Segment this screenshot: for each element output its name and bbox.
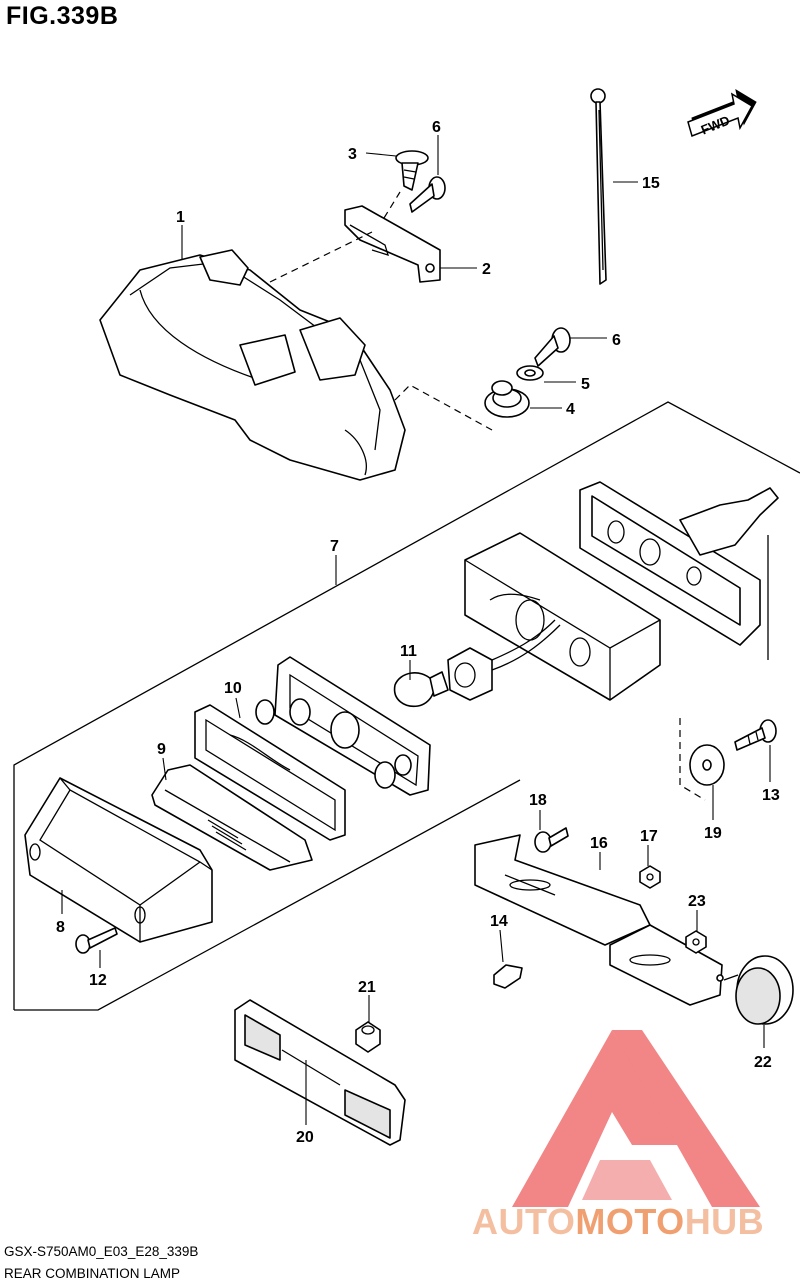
part-11-bulb <box>393 619 561 708</box>
callout-leaders <box>61 135 771 1125</box>
watermark-hub: HUB <box>684 1201 765 1242</box>
part-1-lamp-housing <box>99 249 406 481</box>
part-6-screw-lower <box>534 327 571 367</box>
callout-6-top: 6 <box>432 119 441 136</box>
part-18-screw <box>534 827 569 853</box>
assembly-frame <box>13 401 800 1010</box>
callout-1: 1 <box>176 209 185 226</box>
callout-labels: 1 2 3 4 5 6 6 7 8 9 10 11 12 13 14 15 16… <box>56 119 780 1146</box>
callout-11: 11 <box>400 643 417 660</box>
part-16-bracket <box>474 834 724 1006</box>
watermark-logo <box>512 1030 760 1207</box>
part-15-cable-tie <box>590 88 607 285</box>
part-10-gasket <box>194 704 346 841</box>
part-12-screw <box>75 927 118 954</box>
part-17-nut <box>639 865 661 889</box>
callout-17: 17 <box>640 828 658 845</box>
callout-6-lower: 6 <box>612 332 621 349</box>
callout-2: 2 <box>482 261 491 278</box>
part-23-nut <box>685 930 707 954</box>
part-4-grommet <box>484 380 530 418</box>
routing-line <box>269 231 373 283</box>
callout-18: 18 <box>529 792 547 809</box>
part-19-washer <box>689 744 725 786</box>
part-21-nut <box>355 1021 381 1053</box>
callout-19: 19 <box>704 825 722 842</box>
part-20-reflector <box>234 999 406 1146</box>
watermark-moto: MOTO <box>575 1201 685 1242</box>
part-5-washer <box>516 365 544 381</box>
part-14-clip <box>493 964 523 989</box>
watermark-auto: AUTO <box>472 1201 576 1242</box>
part-9-reflector-plate <box>151 764 313 871</box>
callout-13: 13 <box>762 787 780 804</box>
callout-4: 4 <box>566 401 575 418</box>
callout-10: 10 <box>224 680 242 697</box>
callout-14: 14 <box>490 913 508 930</box>
watermark-text: AUTOMOTOHUB <box>472 1201 764 1243</box>
part-8-lens <box>24 777 213 943</box>
part-3-screw <box>395 150 429 191</box>
part-13-screw <box>734 719 777 751</box>
callout-12: 12 <box>89 972 107 989</box>
callout-3: 3 <box>348 146 357 163</box>
part-7-rear-gasket <box>579 481 779 646</box>
callout-5: 5 <box>581 376 590 393</box>
part-22-reflector <box>723 955 794 1025</box>
callout-23: 23 <box>688 893 706 910</box>
part-6-screw-top <box>409 176 446 213</box>
callout-22: 22 <box>754 1054 772 1071</box>
figure-title: FIG.339B <box>6 2 119 30</box>
callout-9: 9 <box>157 741 166 758</box>
figure-name: REAR COMBINATION LAMP <box>4 1266 181 1281</box>
part-10-board <box>255 656 431 796</box>
callout-21: 21 <box>358 979 376 996</box>
part-2-bracket <box>344 205 441 283</box>
callout-20: 20 <box>296 1129 314 1146</box>
assembly-frame-lower <box>14 779 521 1011</box>
callout-15: 15 <box>642 175 660 192</box>
callout-8: 8 <box>56 919 65 936</box>
model-code: GSX-S750AM0_E03_E28_339B <box>4 1244 199 1259</box>
part-7-lamp-body <box>464 532 661 701</box>
callout-16: 16 <box>590 835 608 852</box>
callout-7: 7 <box>330 538 339 555</box>
fwd-arrow-icon: FWD <box>687 88 757 138</box>
